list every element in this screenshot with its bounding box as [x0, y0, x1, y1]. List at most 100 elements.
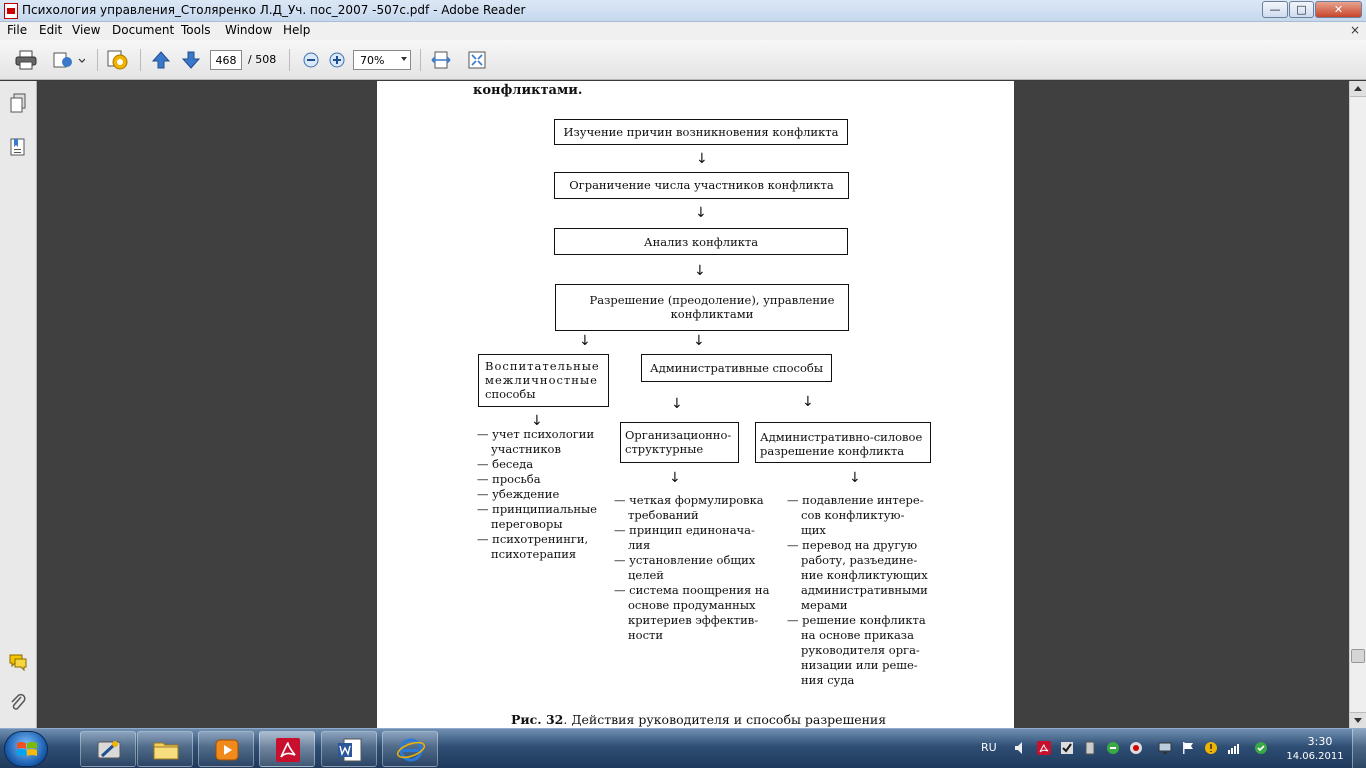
window-title: Психология управления_Столяренко Л.Д_Уч.…	[22, 3, 526, 17]
taskbar: RU 3:30 14.06.2011	[0, 728, 1366, 768]
sync-tray-icon[interactable]	[1106, 741, 1120, 755]
zoom-out-icon[interactable]	[302, 51, 320, 69]
scroll-down-button[interactable]	[1350, 712, 1366, 728]
arrow-down-icon: ↓	[579, 333, 591, 349]
tools-icon	[97, 741, 121, 759]
list-item: на основе приказа	[801, 628, 914, 642]
action-center-icon[interactable]	[1254, 741, 1268, 755]
attachments-icon[interactable]	[9, 693, 27, 713]
menu-document[interactable]: Document	[112, 23, 175, 37]
arrow-down-icon: ↓	[696, 151, 708, 167]
list-item: — убеждение	[477, 487, 560, 501]
arrow-down-icon: ↓	[802, 394, 814, 410]
acrobat-tray-icon[interactable]	[1037, 741, 1051, 755]
full-screen-icon[interactable]	[466, 49, 488, 71]
collaborate-icon[interactable]	[50, 49, 86, 71]
maximize-button[interactable]: □	[1289, 1, 1314, 18]
security-tray-icon[interactable]	[1060, 741, 1074, 755]
flag-icon[interactable]	[1181, 741, 1195, 755]
menu-edit[interactable]: Edit	[39, 23, 63, 37]
clock-date[interactable]: 14.06.2011	[1286, 751, 1344, 762]
menu-help[interactable]: Help	[283, 23, 311, 37]
menu-view[interactable]: View	[72, 23, 101, 37]
word-icon	[338, 738, 362, 762]
list-item: — просьба	[477, 472, 541, 486]
list-item: — принцип единонача-	[614, 523, 755, 537]
monitor-tray-icon[interactable]	[1158, 741, 1172, 755]
menu-window[interactable]: Window	[225, 23, 273, 37]
list-item: лия	[628, 538, 651, 552]
show-desktop-button[interactable]	[1352, 729, 1366, 768]
flow-organizational-structural: Организационно- структурные	[620, 422, 739, 463]
bookmarks-icon[interactable]	[9, 137, 27, 157]
update-tray-icon[interactable]	[1204, 741, 1218, 755]
flow-step-limit-participants: Ограничение числа участников конфликта	[554, 172, 849, 199]
share-icon[interactable]	[104, 48, 130, 72]
list-item: — беседа	[477, 457, 534, 471]
close-document-button[interactable]: ×	[1349, 23, 1360, 37]
taskbar-app-explorer[interactable]	[137, 731, 193, 767]
record-tray-icon[interactable]	[1129, 741, 1143, 755]
list-item: — психотренинги,	[477, 532, 589, 546]
zoom-select[interactable]: 70%	[353, 50, 411, 70]
comments-icon[interactable]	[9, 652, 27, 672]
flow-administrative-force: Административно-силовое разрешение конфл…	[755, 422, 931, 463]
print-icon[interactable]	[14, 49, 38, 71]
list-item: — принципиальные	[477, 502, 597, 516]
list-item: сов конфликтую-	[801, 508, 905, 522]
body-text-fragment: конфликтами.	[473, 83, 583, 98]
windows-logo-icon	[17, 742, 37, 756]
next-page-icon[interactable]	[180, 49, 202, 71]
arrow-down-icon: ↓	[695, 205, 707, 221]
list-item: переговоры	[491, 517, 563, 531]
device-tray-icon[interactable]	[1083, 741, 1097, 755]
start-button[interactable]	[4, 731, 48, 767]
scroll-up-button[interactable]	[1350, 81, 1366, 97]
page-total: / 508	[248, 53, 277, 66]
list-item: целей	[628, 568, 664, 582]
list-item: психотерапия	[491, 547, 577, 561]
list-item: ности	[628, 628, 664, 642]
list-item: мерами	[801, 598, 848, 612]
zoom-value: 70%	[360, 54, 385, 67]
close-button[interactable]: ✕	[1315, 1, 1362, 18]
figure-caption: Рис. 32. Действия руководителя и способы…	[511, 712, 887, 727]
flow-step-resolution: Разрешение (преодоление), управление кон…	[555, 284, 849, 331]
arrow-down-icon: ↓	[531, 413, 543, 429]
volume-icon[interactable]	[1014, 741, 1028, 755]
chevron-down-icon	[401, 57, 407, 61]
list-item: работу, разъедине-	[801, 553, 918, 567]
list-item: — система поощрения на	[614, 583, 770, 597]
arrow-down-icon: ↓	[669, 470, 681, 486]
scroll-thumb[interactable]	[1351, 649, 1365, 663]
toolbar	[0, 40, 1366, 80]
document-viewport[interactable]: конфликтами. Изучение причин возникновен…	[38, 81, 1349, 728]
pages-icon[interactable]	[9, 93, 27, 113]
taskbar-app-tools[interactable]	[80, 731, 136, 767]
language-indicator[interactable]: RU	[981, 741, 997, 754]
list-item: руководителя орга-	[801, 643, 920, 657]
taskbar-app-word[interactable]	[321, 731, 377, 767]
zoom-in-icon[interactable]	[328, 51, 346, 69]
taskbar-app-internet-explorer[interactable]	[382, 731, 438, 767]
clock-time[interactable]: 3:30	[1307, 735, 1333, 748]
taskbar-app-media-player[interactable]	[198, 731, 254, 767]
list-item: — перевод на другую	[787, 538, 918, 552]
fit-width-icon[interactable]	[430, 49, 452, 71]
network-signal-icon[interactable]	[1227, 741, 1241, 755]
previous-page-icon[interactable]	[150, 49, 172, 71]
pdf-app-icon	[4, 3, 18, 19]
page-number-input[interactable]	[210, 50, 242, 70]
menu-tools[interactable]: Tools	[181, 23, 211, 37]
taskbar-app-adobe-reader[interactable]	[259, 731, 315, 767]
vertical-scrollbar[interactable]	[1349, 81, 1366, 728]
list-item: требований	[628, 508, 699, 522]
menu-file[interactable]: File	[7, 23, 28, 37]
minimize-button[interactable]: —	[1262, 1, 1288, 18]
list-item: — установление общих	[614, 553, 756, 567]
list-item: — подавление интере-	[787, 493, 924, 507]
media-player-icon	[215, 739, 239, 761]
list-item: ние конфликтующих	[801, 568, 928, 582]
list-item: — четкая формулировка	[614, 493, 764, 507]
list-item: ния суда	[801, 673, 855, 687]
